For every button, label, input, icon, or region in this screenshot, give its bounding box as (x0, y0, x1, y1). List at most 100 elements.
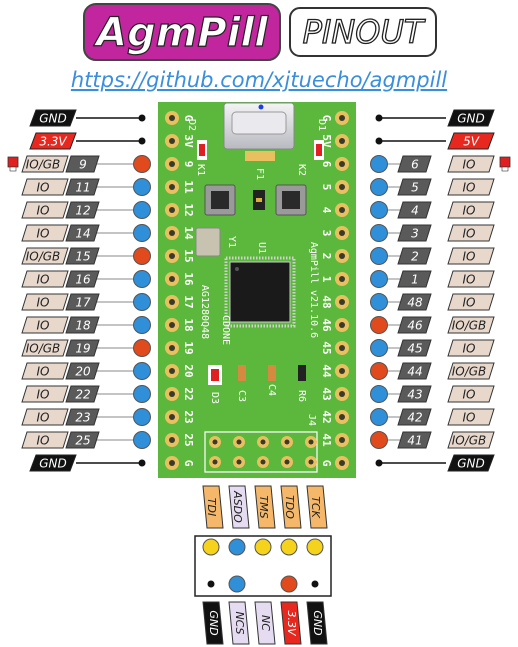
left-silk-label: 22 (182, 387, 195, 400)
left-silk-label: 17 (182, 295, 195, 308)
right-silk-label: 5 (320, 184, 333, 191)
right-pin-row: GND (335, 109, 495, 127)
jtag-pin-dot (311, 580, 319, 588)
io-label: IO (37, 319, 50, 333)
pin-dot (133, 362, 151, 380)
jtag-pin-dot (207, 580, 215, 588)
button-k1-cap (211, 191, 229, 209)
j4-pad-hole (260, 459, 266, 465)
right-pin-row: IO3 (335, 224, 495, 242)
pin-number-tag (65, 201, 100, 219)
io-label: IO (463, 158, 476, 172)
board-pad-hole (169, 253, 175, 259)
right-silk-label: 5V (320, 134, 333, 148)
io-label: IO (37, 434, 50, 448)
pin-dot (370, 408, 388, 426)
header-j4-pins (209, 436, 317, 468)
pin-dot (370, 431, 388, 449)
io-label: IO (37, 204, 50, 218)
jtag-top-pin: TDO (280, 485, 302, 556)
io-label: IO/GB (452, 434, 487, 448)
pin-number-tag (397, 224, 432, 242)
io-label: IO (463, 342, 476, 356)
jtag-label-tag (202, 601, 224, 645)
board-model-label: AgmPill v21.10.6 (308, 242, 319, 338)
left-silk-label: 18 (182, 318, 195, 331)
io-label: IO (37, 273, 50, 287)
right-pin-row: IO2 (335, 247, 495, 265)
power-label: 3.3V (39, 135, 67, 149)
left-silk-label: 23 (182, 410, 195, 423)
pin-dot (133, 155, 151, 173)
io-label-tag (447, 362, 495, 380)
pin-dot (370, 339, 388, 357)
board-pad-hole (339, 322, 345, 328)
pin-number: 16 (75, 273, 91, 287)
jtag-top-pin: TMS (254, 485, 276, 556)
j4-pad-hole (236, 459, 242, 465)
left-silk-label: 9 (182, 161, 195, 168)
board-pad-hole (169, 299, 175, 305)
jtag-label-tag (202, 485, 224, 529)
fuse-f1-mark (256, 198, 262, 202)
board-pad-hole (339, 368, 345, 374)
right-silk-label: 2 (320, 253, 333, 260)
board-pad-hole (339, 115, 345, 121)
right-silk-label: G (320, 115, 333, 122)
io-label-tag (447, 247, 495, 265)
jtag-label: TMS (257, 495, 270, 518)
jtag-label: GND (207, 610, 220, 635)
jtag-pin-dot (306, 538, 324, 556)
led-d2-body (199, 144, 205, 156)
board-pad-hole (339, 276, 345, 282)
io-label: IO (463, 204, 476, 218)
j4-pad-hole (212, 459, 218, 465)
board-pad-hole (169, 345, 175, 351)
right-silk-label: 48 (320, 295, 333, 308)
left-silk-label: G (182, 460, 195, 467)
usb-pads (245, 151, 275, 161)
pin-dot (133, 408, 151, 426)
pin-number: 6 (411, 158, 419, 172)
pin-dot (370, 155, 388, 173)
pin-dot (370, 178, 388, 196)
pin-number: 1 (411, 273, 419, 287)
repo-link[interactable]: https://github.com/xjtuecho/agmpill (71, 68, 447, 92)
jtag-label-tag (306, 485, 328, 529)
gnd-label: GND (39, 112, 67, 126)
board-f1-label: F1 (254, 168, 265, 180)
board-d3-label: D3 (209, 392, 220, 404)
pin-number: 22 (75, 388, 90, 402)
pin-number-tag (65, 247, 100, 265)
board-pad-hole (169, 207, 175, 213)
fpga-u1-dot (235, 267, 239, 271)
board-pad-hole (169, 115, 175, 121)
jtag-pin-dot (228, 538, 246, 556)
io-label-tag (21, 224, 69, 242)
j4-pad-hole (308, 439, 314, 445)
pin-number-tag (397, 385, 432, 403)
jtag-label-tag (254, 601, 276, 645)
jtag-label: NCS (233, 611, 246, 634)
gnd-label-tag (447, 454, 495, 472)
pin-number-tag (65, 385, 100, 403)
pin-number-tag (397, 408, 432, 426)
board-pad-hole (169, 161, 175, 167)
io-label: IO/GB (26, 342, 61, 356)
board-pad-hole (169, 138, 175, 144)
left-silk-label: 14 (182, 226, 195, 240)
board-pad-hole (339, 138, 345, 144)
title-tag-box (289, 7, 437, 57)
io-label-tag (21, 408, 69, 426)
j4-pad-hole (260, 439, 266, 445)
jtag-bottom-pin: GND (306, 580, 328, 645)
board-pad-hole (339, 414, 345, 420)
right-pin-row: IO4 (335, 201, 495, 219)
pin-number: 20 (75, 365, 91, 379)
pin-number-tag (397, 339, 432, 357)
